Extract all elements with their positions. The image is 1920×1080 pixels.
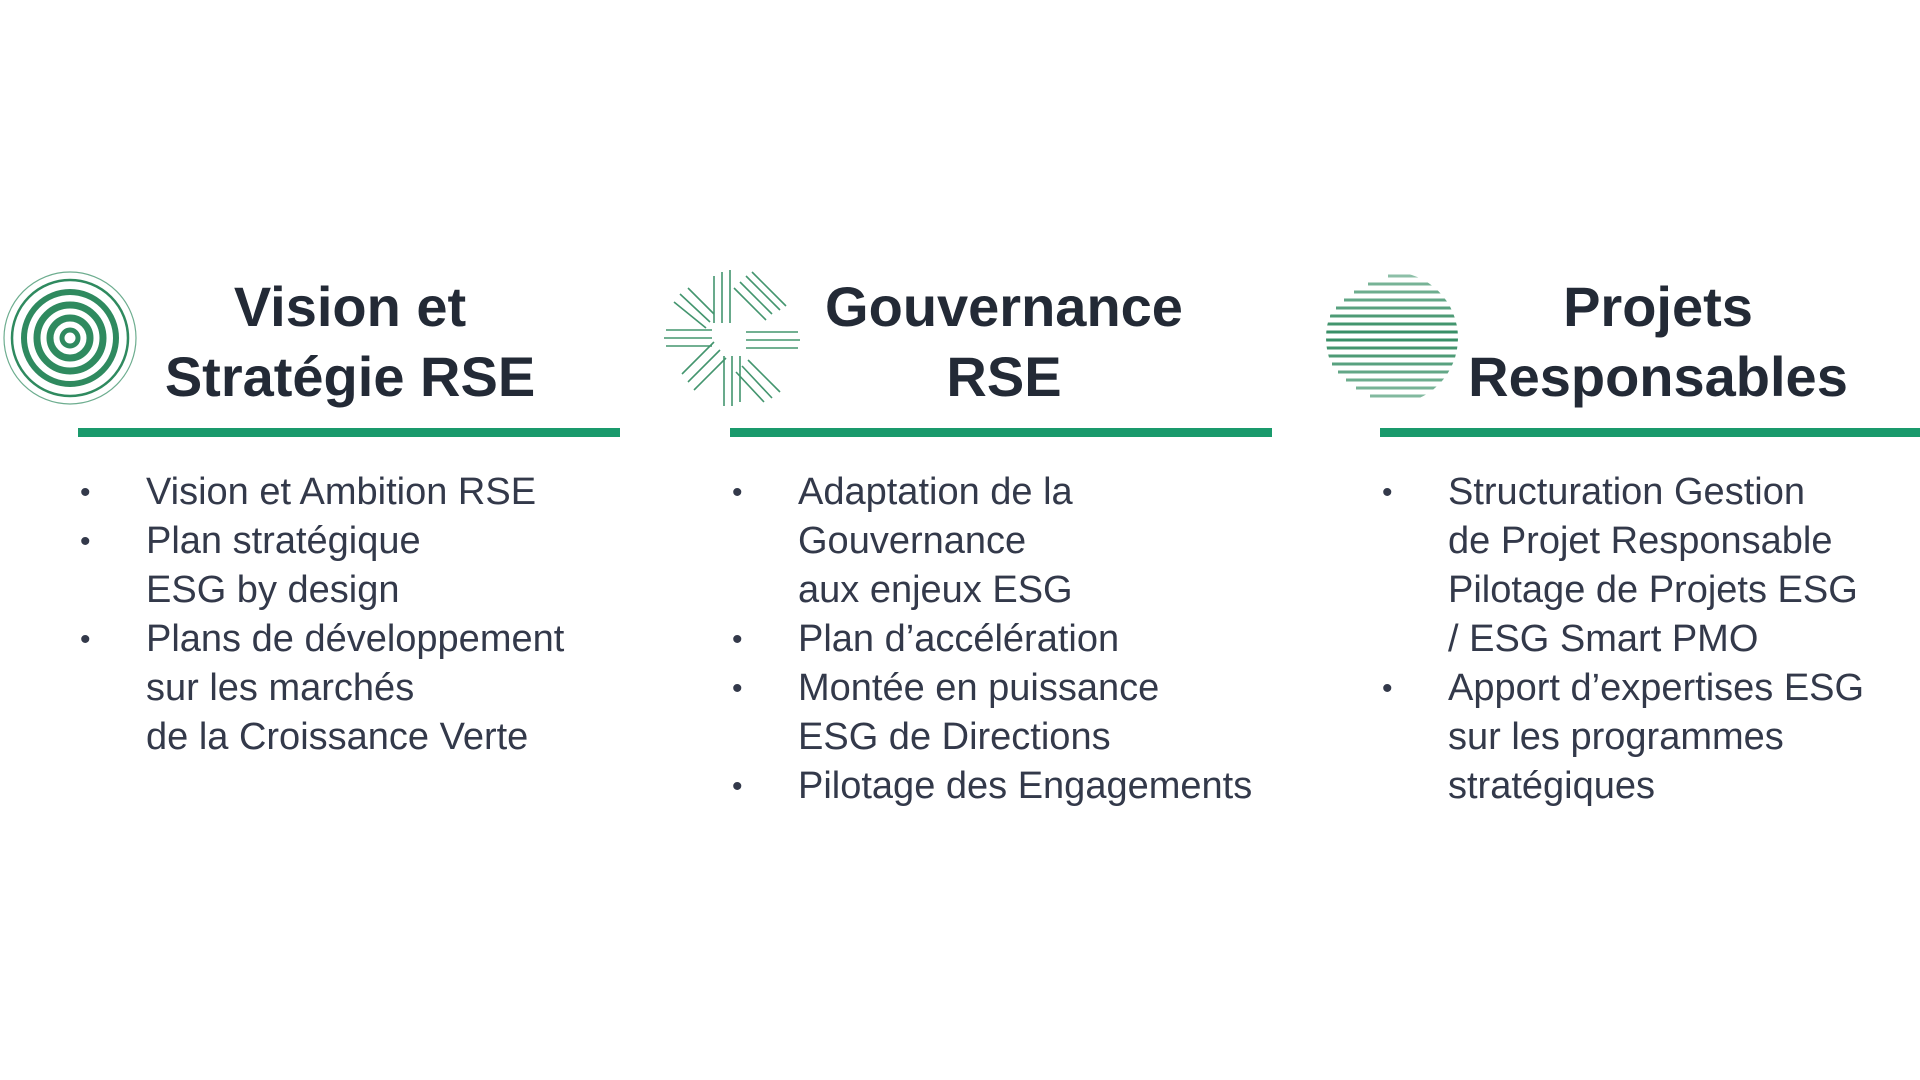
column-title: Gouvernance RSE [804,272,1204,412]
list-item: Pilotage des Engagements [730,762,1290,811]
column-header: Vision et Stratégie RSE [0,268,640,437]
bullet-list: Structuration Gestion de Projet Responsa… [1380,468,1920,811]
title-line: Responsables [1468,345,1848,408]
list-item: Montée en puissance ESG de Directions [730,664,1290,762]
column-gouvernance: Gouvernance RSE Adaptation de la Gouvern… [654,268,1294,811]
list-item: Plans de développement sur les marchés d… [78,615,638,762]
bullet-list: Vision et Ambition RSE Plan stratégique … [78,468,638,762]
column-projets-responsables: Projets Responsables Structuration Gesti… [1308,268,1920,807]
crossed-lines-star-icon [662,268,802,408]
title-underline [78,428,620,437]
bullet-list: Adaptation de la Gouvernance aux enjeux … [730,468,1290,811]
list-item: Plan stratégique ESG by design [78,517,638,615]
title-line: Gouvernance [825,275,1183,338]
concentric-circles-icon [0,268,140,408]
title-line: Projets [1563,275,1753,338]
title-line: Stratégie RSE [164,345,536,408]
list-item: Structuration Gestion de Projet Responsa… [1380,468,1920,664]
list-item: Vision et Ambition RSE [78,468,638,517]
column-header: Projets Responsables [1308,268,1920,437]
list-item: Apport d’expertises ESG sur les programm… [1380,664,1920,811]
title-underline [1380,428,1920,437]
striped-globe-icon [1318,268,1458,408]
list-item: Plan d’accélération [730,615,1290,664]
title-underline [730,428,1272,437]
title-line: RSE [946,345,1062,408]
column-header: Gouvernance RSE [654,268,1294,437]
column-vision-strategie: Vision et Stratégie RSE Vision et Ambiti… [0,268,640,758]
list-item: Adaptation de la Gouvernance aux enjeux … [730,468,1290,615]
column-title: Vision et Stratégie RSE [160,272,540,412]
column-title: Projets Responsables [1458,272,1858,412]
title-line: Vision et [233,275,467,338]
